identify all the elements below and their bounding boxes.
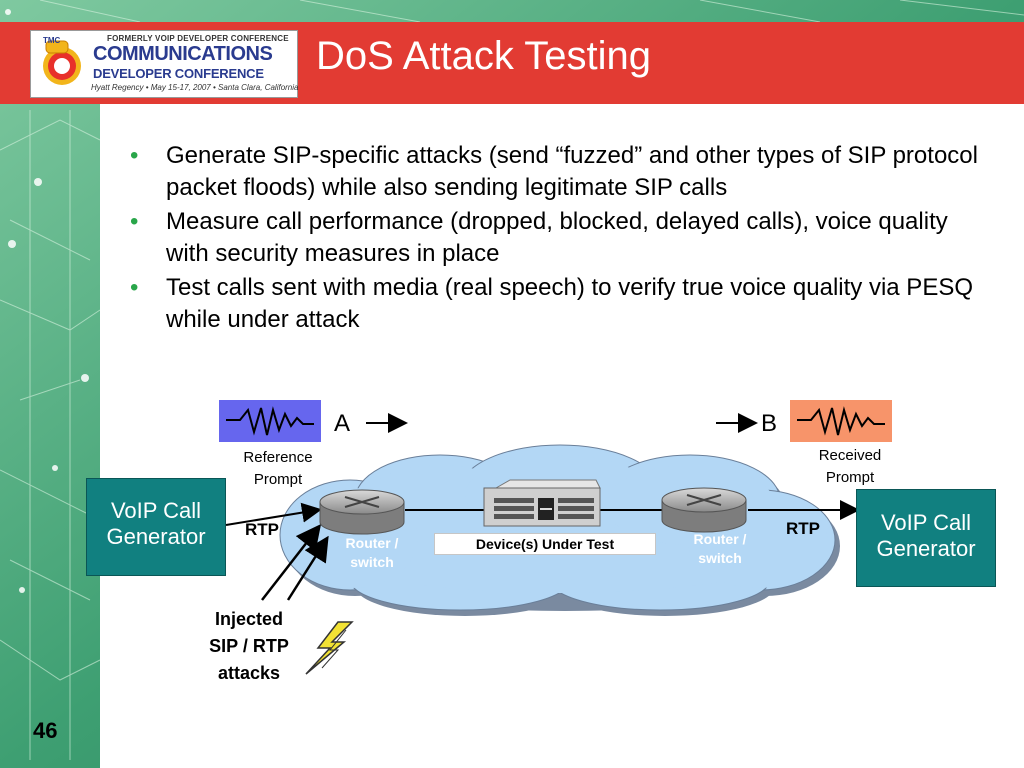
rtp-label-right: RTP xyxy=(786,519,820,538)
injected-line: attacks xyxy=(217,663,281,683)
bullet-dot: • xyxy=(130,274,139,301)
reference-prompt-label: Reference Prompt xyxy=(228,447,328,491)
received-waveform-icon xyxy=(790,400,892,442)
server-icon xyxy=(483,479,601,527)
received-prompt-line: Received xyxy=(818,447,882,464)
bullet-dot: • xyxy=(130,142,139,169)
label-a: A xyxy=(334,410,351,437)
received-prompt-label: Received Prompt xyxy=(800,445,900,489)
router-icon xyxy=(661,487,747,533)
logo-top-line: FORMERLY VOIP DEVELOPER CONFERENCE xyxy=(107,34,289,43)
bullet-list: • Generate SIP-specific attacks (send “fu… xyxy=(130,140,980,338)
slide-title: DoS Attack Testing xyxy=(316,34,651,78)
rtp-arrow-left xyxy=(225,502,322,526)
generator-label-line: VoIP Call xyxy=(110,498,202,523)
voip-call-generator-left: VoIP Call Generator xyxy=(86,478,226,576)
page-number: 46 xyxy=(33,718,58,743)
bullet-item: • Generate SIP-specific attacks (send “fu… xyxy=(130,140,980,204)
logo-line2: DEVELOPER CONFERENCE xyxy=(93,66,264,81)
router-label-line: switch xyxy=(350,554,394,570)
router-label-right: Router / switch xyxy=(682,530,758,568)
logo-footer: Hyatt Regency • May 15-17, 2007 • Santa … xyxy=(91,83,299,92)
injected-attacks-label: Injected SIP / RTP attacks xyxy=(194,606,304,687)
logo-badge: TMC xyxy=(43,36,61,45)
logo-line1: COMMUNICATIONS xyxy=(93,43,273,65)
router-icon xyxy=(319,489,405,535)
router-label-line: Router / xyxy=(693,531,747,547)
router-label-left: Router / switch xyxy=(334,534,410,572)
router-label-line: Router / xyxy=(345,535,399,551)
label-b: B xyxy=(761,410,778,437)
reference-waveform-icon xyxy=(219,400,321,442)
generator-label-line: VoIP Call xyxy=(880,510,972,535)
inject-arrow-2 xyxy=(286,535,329,601)
bullet-item: • Measure call performance (dropped, bloc… xyxy=(130,206,980,270)
rtp-label-left: RTP xyxy=(245,520,279,539)
gear-icon xyxy=(43,40,81,85)
router-label-line: switch xyxy=(698,550,742,566)
received-prompt-line: Prompt xyxy=(825,469,875,486)
bullet-dot: • xyxy=(130,208,139,235)
conference-logo: TMC FORMERLY VOIP DEVELOPER CONFERENCE C… xyxy=(30,30,298,98)
generator-label-line: Generator xyxy=(876,536,976,561)
bullet-text: Generate SIP-specific attacks (send “fuz… xyxy=(166,142,978,201)
bullet-text: Measure call performance (dropped, block… xyxy=(166,208,948,267)
bullet-item: • Test calls sent with media (real speech… xyxy=(130,272,980,336)
reference-prompt-line: Reference xyxy=(243,449,313,466)
injected-line: SIP / RTP xyxy=(209,636,289,656)
voip-call-generator-right: VoIP Call Generator xyxy=(856,489,996,587)
device-under-test-label: Device(s) Under Test xyxy=(434,533,656,555)
reference-prompt-line: Prompt xyxy=(253,471,303,488)
bullet-text: Test calls sent with media (real speech)… xyxy=(166,274,973,333)
injected-line: Injected xyxy=(214,609,284,629)
lightning-icon xyxy=(305,621,354,675)
generator-label-line: Generator xyxy=(106,524,206,549)
